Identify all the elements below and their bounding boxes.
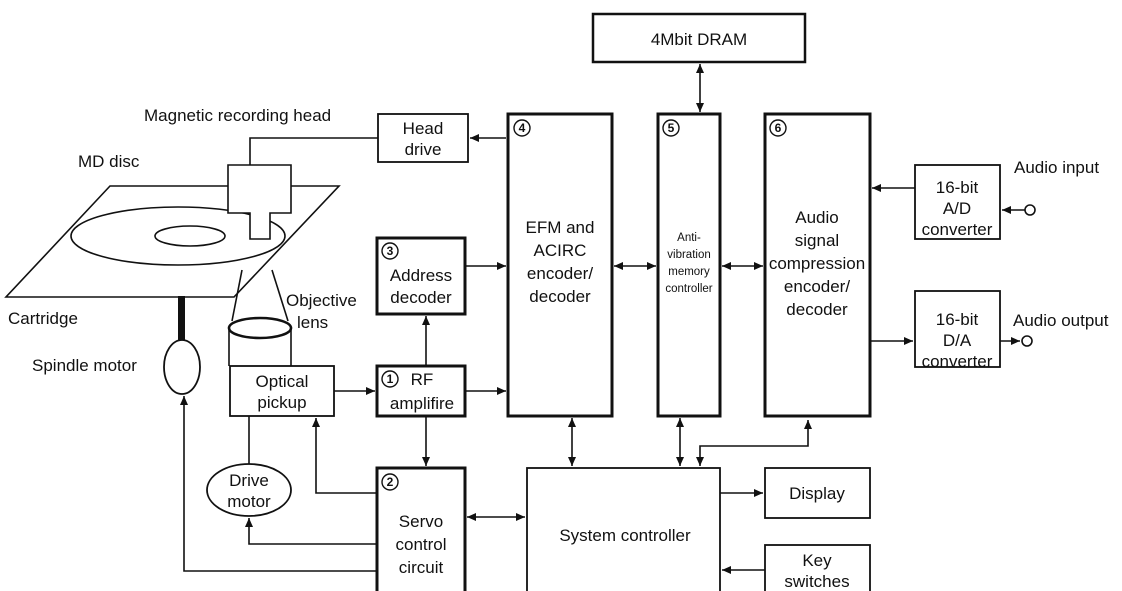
audio-comp-label-3: compression bbox=[769, 254, 865, 273]
objective-lens bbox=[227, 316, 293, 340]
head-drive-label-1: Head bbox=[403, 119, 444, 138]
beam-line-left bbox=[231, 269, 243, 322]
connections bbox=[180, 64, 1036, 574]
antivib-label-1: Anti- bbox=[677, 232, 701, 244]
magnetic-head-label: Magnetic recording head bbox=[144, 106, 331, 125]
audio-compression-block bbox=[763, 112, 872, 418]
audio-input-terminal bbox=[1024, 204, 1036, 216]
rf-amp-label-2: amplifire bbox=[390, 394, 454, 413]
antivibration-block bbox=[656, 112, 722, 418]
sys-ctrl-label: System controller bbox=[559, 526, 691, 545]
ad-label-1: 16-bit bbox=[936, 178, 979, 197]
system-controller-block bbox=[526, 467, 721, 591]
key-switches-label-2: switches bbox=[784, 572, 849, 591]
number-badge-rf: 1 bbox=[381, 370, 399, 388]
number-efm: 4 bbox=[519, 121, 526, 135]
optical-pickup-label-2: pickup bbox=[257, 393, 306, 412]
ad-label-2: A/D bbox=[943, 199, 971, 218]
efm-label-4: decoder bbox=[529, 287, 591, 306]
display-block bbox=[764, 467, 871, 519]
magnetic-head-body bbox=[227, 164, 292, 240]
spindle-motor-label: Spindle motor bbox=[32, 356, 137, 375]
drive-motor-label-1: Drive bbox=[229, 471, 269, 490]
key-switches-label-1: Key bbox=[802, 551, 832, 570]
md-disc-platter bbox=[70, 206, 286, 266]
servo-pickup-link bbox=[312, 418, 377, 494]
dram-label: 4Mbit DRAM bbox=[651, 30, 747, 49]
antivib-label-4: controller bbox=[665, 283, 712, 295]
spindle-motor bbox=[163, 339, 201, 395]
objective-lens-label-2: lens bbox=[297, 313, 328, 332]
drive-motor-label-2: motor bbox=[227, 492, 271, 511]
number-badge-antivib: 5 bbox=[662, 119, 680, 137]
beam-line-right bbox=[271, 269, 289, 322]
efm-acirc-block bbox=[506, 112, 614, 418]
md-disc-label: MD disc bbox=[78, 152, 140, 171]
number-rf: 1 bbox=[387, 372, 394, 386]
servo-drivemotor-link bbox=[245, 518, 377, 545]
da-converter-block bbox=[914, 290, 1001, 368]
servo-label-1: Servo bbox=[399, 512, 443, 531]
efm-label-1: EFM and bbox=[526, 218, 595, 237]
rf-amp-label-1: RF bbox=[411, 370, 434, 389]
servo-label-3: circuit bbox=[399, 558, 444, 577]
audio-comp-label-5: decoder bbox=[786, 300, 848, 319]
audio-input-label: Audio input bbox=[1014, 158, 1099, 177]
efm-label-2: ACIRC bbox=[534, 241, 587, 260]
display-label: Display bbox=[789, 484, 845, 503]
da-label-2: D/A bbox=[943, 331, 972, 350]
servo-label-2: control bbox=[395, 535, 446, 554]
antivib-label-3: memory bbox=[668, 266, 710, 278]
audio-output-label: Audio output bbox=[1013, 311, 1109, 330]
audio-output-terminal bbox=[1021, 335, 1033, 347]
ad-label-3: converter bbox=[922, 220, 993, 239]
spindle-shaft bbox=[178, 296, 185, 340]
audio-comp-label-4: encoder/ bbox=[784, 277, 850, 296]
number-servo: 2 bbox=[387, 475, 394, 489]
dram-block bbox=[591, 12, 807, 64]
ad-converter-block bbox=[914, 164, 1001, 240]
audio-comp-label-1: Audio bbox=[795, 208, 838, 227]
address-decoder-label-2: decoder bbox=[390, 288, 452, 307]
antivib-label-2: vibration bbox=[667, 249, 710, 261]
number-address: 3 bbox=[387, 244, 394, 258]
objective-lens-label-1: Objective bbox=[286, 291, 357, 310]
number-antivib: 5 bbox=[668, 121, 675, 135]
number-audio: 6 bbox=[775, 121, 782, 135]
audio-comp-label-2: signal bbox=[795, 231, 839, 250]
da-label-3: converter bbox=[922, 352, 993, 371]
md-disc-hub bbox=[154, 225, 226, 247]
md-disc-mechanism bbox=[4, 164, 341, 517]
headdrive-head-link bbox=[249, 137, 378, 165]
address-decoder-label-1: Address bbox=[390, 266, 452, 285]
optical-pickup-block bbox=[229, 365, 335, 417]
number-badge-servo: 2 bbox=[381, 473, 399, 491]
number-badge-audio: 6 bbox=[769, 119, 787, 137]
da-label-1: 16-bit bbox=[936, 310, 979, 329]
optical-pickup-label-1: Optical bbox=[256, 372, 309, 391]
servo-spindle-link bbox=[180, 396, 377, 572]
number-badge-efm: 4 bbox=[513, 119, 531, 137]
number-badge-address: 3 bbox=[381, 242, 399, 260]
head-drive-label-2: drive bbox=[405, 140, 442, 159]
audio-sysctrl-link bbox=[696, 420, 812, 466]
cartridge-label: Cartridge bbox=[8, 309, 78, 328]
efm-label-3: encoder/ bbox=[527, 264, 593, 283]
